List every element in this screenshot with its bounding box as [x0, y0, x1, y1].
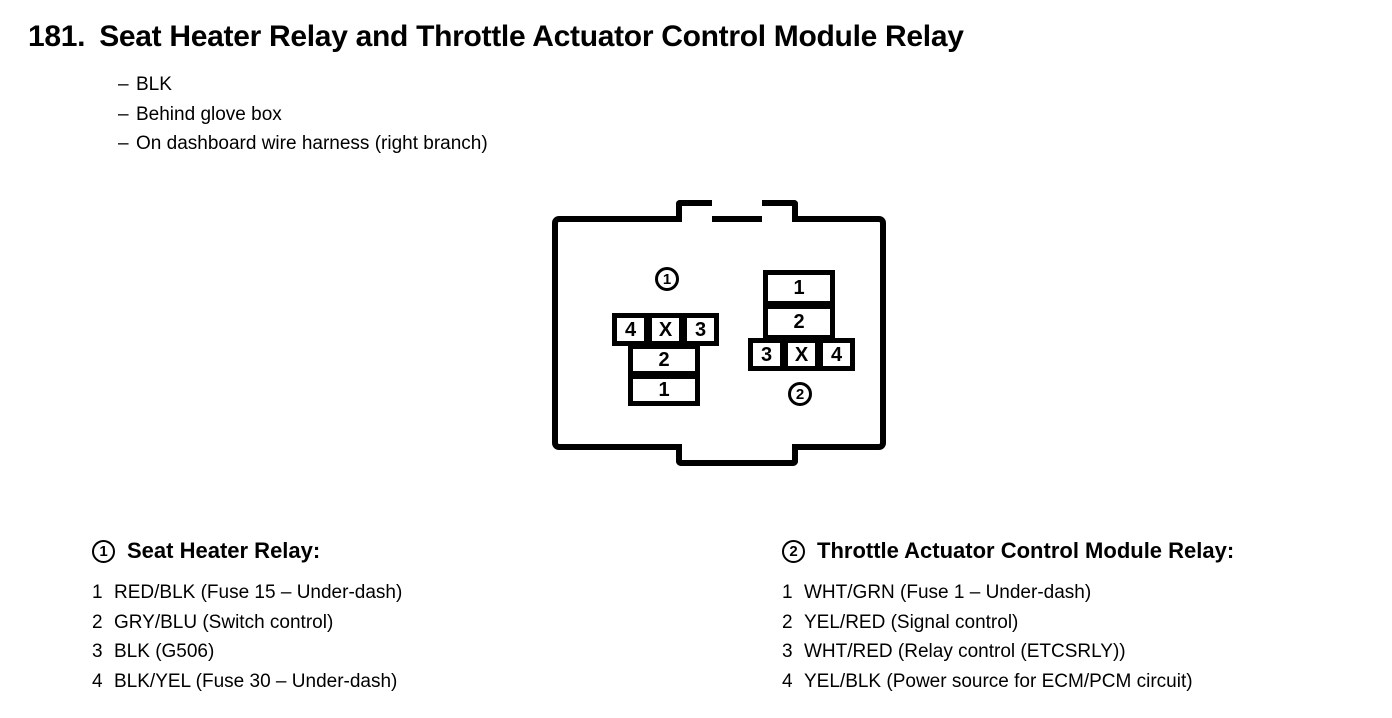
relay2-pin-cell-3: 3	[748, 338, 785, 371]
legend-pin-number: 4	[92, 670, 103, 692]
relay2-pin-cell-2: 2	[763, 304, 835, 340]
legend-pin-number: 3	[92, 641, 103, 662]
legend-title: Throttle Actuator Control Module Relay:	[817, 538, 1235, 563]
legend-row-list: 1 RED/BLK (Fuse 15 – Under-dash) 2 GRY/BLU…	[92, 578, 402, 696]
legend-pin-text: BLK (G506)	[114, 641, 215, 662]
legend-pin-text: GRY/BLU (Switch control)	[114, 611, 334, 633]
bullet-dash-icon: –	[118, 133, 129, 154]
legend-row: 2 YEL/RED (Signal control)	[782, 608, 1234, 638]
relay2-pin-cell-4: 4	[818, 338, 855, 371]
legend-pin-text: YEL/RED (Signal control)	[804, 611, 1019, 633]
location-item: –BLK	[118, 70, 488, 100]
location-item-label: On dashboard wire harness (right branch)	[136, 133, 488, 154]
connector-body-outline	[552, 216, 886, 450]
legend-pin-number: 2	[92, 611, 103, 633]
bullet-dash-icon: –	[118, 74, 129, 95]
legend-pin-text: BLK/YEL (Fuse 30 – Under-dash)	[114, 670, 398, 692]
location-list: –BLK –Behind glove box –On dashboard wir…	[118, 70, 488, 159]
relay2-pin-cell-x: X	[783, 338, 820, 371]
legend-pin-number: 2	[782, 611, 793, 633]
legend-pin-text: RED/BLK (Fuse 15 – Under-dash)	[114, 582, 403, 603]
relay1-pin-cell-3: 3	[682, 313, 719, 346]
legend-row: 2 GRY/BLU (Switch control)	[92, 608, 402, 638]
legend-heading: 1 Seat Heater Relay:	[92, 538, 402, 570]
connector-top-right-tab-mask	[768, 212, 792, 224]
connector-top-left-tab-mask	[682, 212, 706, 224]
callout-marker-1: 1	[92, 540, 115, 563]
callout-marker-2: 2	[788, 382, 812, 406]
legend-row-list: 1 WHT/GRN (Fuse 1 – Under-dash) 2 YEL/RED …	[782, 578, 1234, 696]
legend-heading: 2 Throttle Actuator Control Module Relay:	[782, 538, 1234, 570]
location-item: –Behind glove box	[118, 100, 488, 130]
bullet-dash-icon: –	[118, 103, 129, 125]
location-item-label: Behind glove box	[136, 103, 282, 125]
relay2-pin-cell-1: 1	[763, 270, 835, 306]
location-item: –On dashboard wire harness (right branch…	[118, 129, 488, 159]
legend-throttle-actuator-control-module-relay: 2 Throttle Actuator Control Module Relay:…	[782, 538, 1234, 696]
relay1-pin-cell-2: 2	[628, 344, 700, 376]
connector-bottom-tab-mask	[682, 442, 792, 452]
legend-row: 1 RED/BLK (Fuse 15 – Under-dash)	[92, 578, 402, 608]
callout-marker-1: 1	[655, 267, 679, 291]
legend-title: Seat Heater Relay:	[127, 538, 321, 563]
relay1-pin-cell-x: X	[647, 313, 684, 346]
callout-marker-2: 2	[782, 540, 805, 563]
legend-row: 3 BLK (G506)	[92, 637, 402, 667]
relay1-pin-cell-1: 1	[628, 374, 700, 406]
page-title-number: 181.	[28, 20, 86, 53]
legend-pin-number: 3	[782, 641, 793, 662]
page-title: 181. Seat Heater Relay and Throttle Actua…	[28, 20, 964, 54]
legend-pin-number: 1	[782, 582, 793, 603]
legend-row: 3 WHT/RED (Relay control (ETCSRLY))	[782, 637, 1234, 667]
legend-row: 4 YEL/BLK (Power source for ECM/PCM circu…	[782, 667, 1234, 697]
legend-pin-text: WHT/GRN (Fuse 1 – Under-dash)	[804, 582, 1092, 603]
legend-pin-number: 4	[782, 670, 793, 692]
legend-pin-text: WHT/RED (Relay control (ETCSRLY))	[804, 641, 1126, 662]
location-item-label: BLK	[136, 74, 172, 95]
page-title-text: Seat Heater Relay and Throttle Actuator …	[99, 20, 964, 53]
legend-row: 1 WHT/GRN (Fuse 1 – Under-dash)	[782, 578, 1234, 608]
relay1-pin-cell-4: 4	[612, 313, 649, 346]
legend-pin-text: YEL/BLK (Power source for ECM/PCM circui…	[804, 670, 1193, 692]
connector-figure: 1 4 X 3 2 1 1 2 3 X 4 2	[540, 196, 912, 496]
legend-pin-number: 1	[92, 582, 103, 603]
legend-row: 4 BLK/YEL (Fuse 30 – Under-dash)	[92, 667, 402, 697]
